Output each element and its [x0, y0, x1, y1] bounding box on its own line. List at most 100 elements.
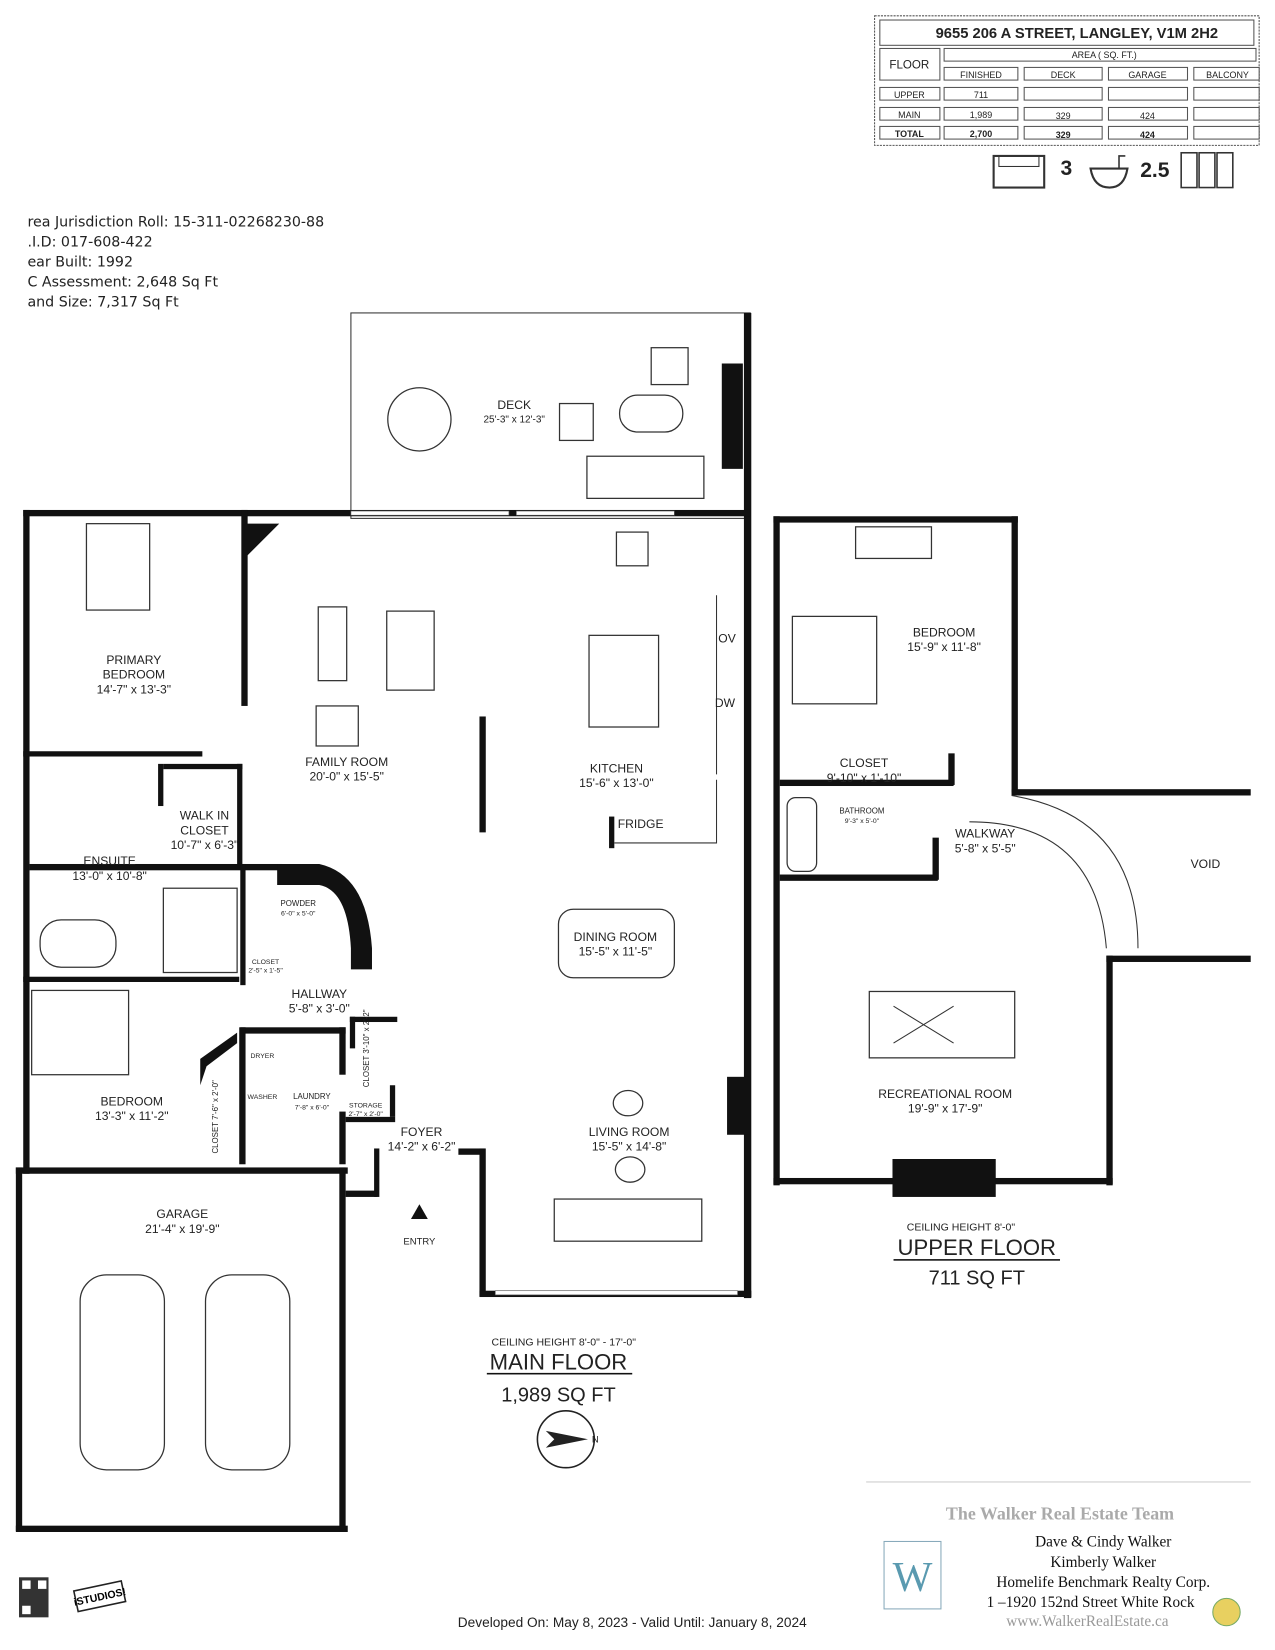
room-dining: DINING ROOM: [574, 930, 657, 944]
room-upper-closet: CLOSET: [840, 756, 889, 770]
bathtub: [39, 919, 117, 968]
room-primary-bedroom: PRIMARY: [106, 653, 161, 667]
main-floor-rooms-kitchen-dims: 15'-6" x 13'-0": [579, 776, 653, 790]
area-table: 9655 206 A STREET, LANGLEY, V1M 2H2 FLOO…: [874, 15, 1260, 146]
room-walk-in-closet: WALK IN: [180, 809, 229, 823]
deck-fireplace: [721, 363, 743, 469]
furniture: [31, 347, 818, 1471]
main-floor-rooms-walkin-name2: CLOSET: [180, 823, 229, 837]
studios-logo: iSTUDIOS!: [73, 1579, 127, 1613]
deck-table: [387, 387, 452, 452]
main-floor-rooms-foyer-dims: 14'-2" x 6'-2": [388, 1140, 456, 1154]
header-rows-2-finished: 2,700: [970, 129, 992, 139]
room-walkway: WALKWAY: [955, 827, 1015, 841]
living-sofa: [553, 1198, 703, 1242]
living-fireplace: [727, 1076, 751, 1135]
upper-floor-rooms-walkway-dims: 5'-8" x 5'-5": [955, 841, 1016, 855]
room-powder: POWDER: [280, 899, 316, 908]
kitchen-island: [588, 634, 660, 728]
bed-icon: [992, 154, 1046, 189]
brokerage-badge-icon: [1212, 1597, 1241, 1627]
header-rows-0-finished: 711: [974, 90, 988, 100]
col-finished: FINISHED: [960, 70, 1002, 80]
bedroom-closet-label: CLOSET 7'-6" x 2'-0": [211, 1080, 220, 1154]
header-rows-0-floor: UPPER: [894, 90, 925, 100]
agent-name-2: Kimberly Walker: [1050, 1554, 1156, 1571]
car-1: [79, 1274, 166, 1471]
upper-floor-area: 711 SQ FT: [929, 1267, 1025, 1289]
room-garage: GARAGE: [156, 1207, 208, 1221]
entry-label: ENTRY: [403, 1236, 436, 1247]
upper-fireplace: [892, 1159, 996, 1197]
main-floor-rooms-laundry-dims: 7'-8" x 6'-0": [295, 1104, 330, 1111]
bedroom-bed: [31, 989, 130, 1076]
header-rows-2-floor: TOTAL: [895, 129, 924, 139]
room-laundry: LAUNDRY: [293, 1092, 331, 1101]
main-floor-area: 1,989 SQ FT: [501, 1384, 615, 1406]
room-living: LIVING ROOM: [589, 1125, 670, 1139]
header-rows-2-garage: 424: [1140, 130, 1155, 140]
garage-cars-icon: [1180, 151, 1234, 189]
bathtub-icon: [1089, 155, 1129, 189]
col-deck: DECK: [1051, 70, 1076, 80]
office-address: 1 –1920 152nd Street White Rock: [987, 1594, 1195, 1611]
main-floor-labels: DECK 25'-3" x 12'-3" PRIMARY BEDROOM 14'…: [72, 398, 736, 1407]
property-info: rea Jurisdiction Roll: 15-311-02268230-8…: [27, 215, 324, 311]
agent-names: Dave & Cindy Walker: [1035, 1534, 1171, 1551]
team-name: The Walker Real Estate Team: [946, 1503, 1174, 1523]
main-floor-title: MAIN FLOOR: [490, 1350, 628, 1375]
foyer-closet-label: CLOSET 3'-10" x 2'-2": [362, 1009, 371, 1087]
dishwasher-label: DW: [715, 696, 736, 710]
website-link[interactable]: www.WalkerRealEstate.ca: [1006, 1613, 1168, 1630]
main-floor-rooms-hallway-dims: 5'-8" x 3'-0": [289, 1002, 350, 1016]
dining-table: [557, 908, 676, 979]
room-kitchen: KITCHEN: [590, 761, 643, 775]
row-main: MAIN 1,989 329 424: [879, 106, 1260, 121]
main-floor-walls: [15, 312, 752, 1532]
pool-table: [868, 990, 1016, 1059]
compass-label: N: [592, 1434, 599, 1445]
brokerage: Homelife Benchmark Realty Corp.: [996, 1574, 1210, 1591]
deck-sofa: [586, 455, 705, 500]
room-family: FAMILY ROOM: [305, 755, 388, 769]
upper-floor-rooms-rec-dims: 19'-9" x 17'-9": [908, 1102, 982, 1116]
main-floor-rooms-garage-dims: 21'-4" x 19'-9": [145, 1222, 219, 1236]
upper-floor-walls: [773, 516, 1251, 1197]
row-upper: UPPER 711: [879, 86, 1260, 101]
room-bathroom: BATHROOM: [839, 806, 884, 815]
main-floor-rooms-powder-dims: 6'-0" x 5'-0": [281, 911, 316, 918]
main-floor-rooms-bedroom-dims: 13'-3" x 11'-2": [95, 1109, 169, 1123]
fridge-label: FRIDGE: [618, 817, 664, 831]
main-floor-rooms-walkin-dims: 10'-7" x 6'-3": [171, 838, 239, 852]
upper-floor-title: UPPER FLOOR: [898, 1235, 1056, 1260]
upper-floor-rooms-closet-dims: 9'-10" x 1'-10": [827, 771, 901, 785]
property-info-1: .I.D: 017-608-422: [27, 235, 152, 251]
main-floor-rooms-storage-dims: 2'-7" x 2'-0": [348, 1111, 383, 1118]
compass-icon: N: [536, 1410, 599, 1469]
room-hallway: HALLWAY: [291, 987, 347, 1001]
main-floor-rooms-ensuite-dims: 13'-0" x 10'-8": [72, 869, 146, 883]
main-floor-rooms-closet-small-dims: 2'-5" x 1'-5": [248, 968, 283, 975]
room-storage: STORAGE: [349, 1102, 383, 1109]
main-floor-rooms-primary-name2: BEDROOM: [103, 668, 166, 682]
address-title: 9655 206 A STREET, LANGLEY, V1M 2H2: [936, 26, 1219, 42]
room-ensuite: ENSUITE: [83, 854, 135, 868]
footer-logo-letter: W: [893, 1554, 933, 1601]
coffee-table: [317, 606, 348, 682]
bedroom-count: 3: [1060, 157, 1072, 180]
footer-divider: [866, 1481, 1251, 1483]
void-label: VOID: [1191, 857, 1221, 871]
main-ceiling-height: CEILING HEIGHT 8'-0" - 17'-0": [491, 1336, 636, 1348]
room-foyer: FOYER: [401, 1125, 443, 1139]
room-closet-small: CLOSET: [252, 959, 280, 966]
room-recreational: RECREATIONAL ROOM: [878, 1087, 1012, 1101]
property-info-3: C Assessment: 2,648 Sq Ft: [27, 275, 218, 291]
main-floor-rooms-primary-dims: 14'-7" x 13'-3": [97, 682, 171, 696]
qr-code-icon: [19, 1577, 49, 1618]
header-rows-1-deck: 329: [1056, 111, 1071, 121]
main-floor-rooms-deck-dims: 25'-3" x 12'-3": [483, 415, 545, 426]
upper-floor-labels: BEDROOM 15'-9" x 11'-8" CLOSET 9'-10" x …: [827, 625, 1221, 1289]
entry-arrow-icon: [410, 1204, 428, 1220]
car-2: [204, 1274, 291, 1471]
